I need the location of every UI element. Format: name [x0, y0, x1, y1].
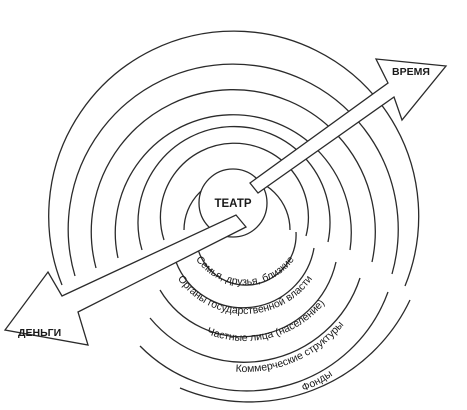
label-arc-1: [175, 247, 315, 309]
label-arc-0: [195, 231, 297, 286]
label-arc-3: [149, 277, 361, 363]
label-arc-4: [139, 291, 389, 392]
spiral-arc-4: [90, 89, 376, 269]
spiral-arcs: [48, 30, 420, 287]
spiral-arc-1: [159, 142, 310, 241]
money-arrow-label: ДЕНЬГИ: [18, 327, 61, 339]
spiral-arc-3: [114, 114, 352, 259]
ring-label-funds-text: Фонды: [300, 368, 335, 394]
spiral-arc-2: [137, 125, 331, 251]
label-arc-5: [179, 299, 411, 403]
spiral-arc-6: [48, 30, 420, 287]
ring-label-family-text: Семья, друзья, близкие: [193, 254, 296, 288]
ring-label-funds: Фонды: [300, 368, 335, 394]
money-arrow: [3, 214, 248, 346]
ring-label-family: Семья, друзья, близкие: [193, 254, 296, 288]
label-arc-2: [159, 261, 337, 338]
time-arrow: [249, 58, 448, 194]
time-arrow-label: ВРЕМЯ: [392, 66, 430, 78]
center-circle: [198, 168, 268, 238]
center-label: ТЕАТР: [214, 198, 251, 210]
spiral-arc-5: [67, 63, 399, 277]
label-arcs: [139, 231, 411, 403]
